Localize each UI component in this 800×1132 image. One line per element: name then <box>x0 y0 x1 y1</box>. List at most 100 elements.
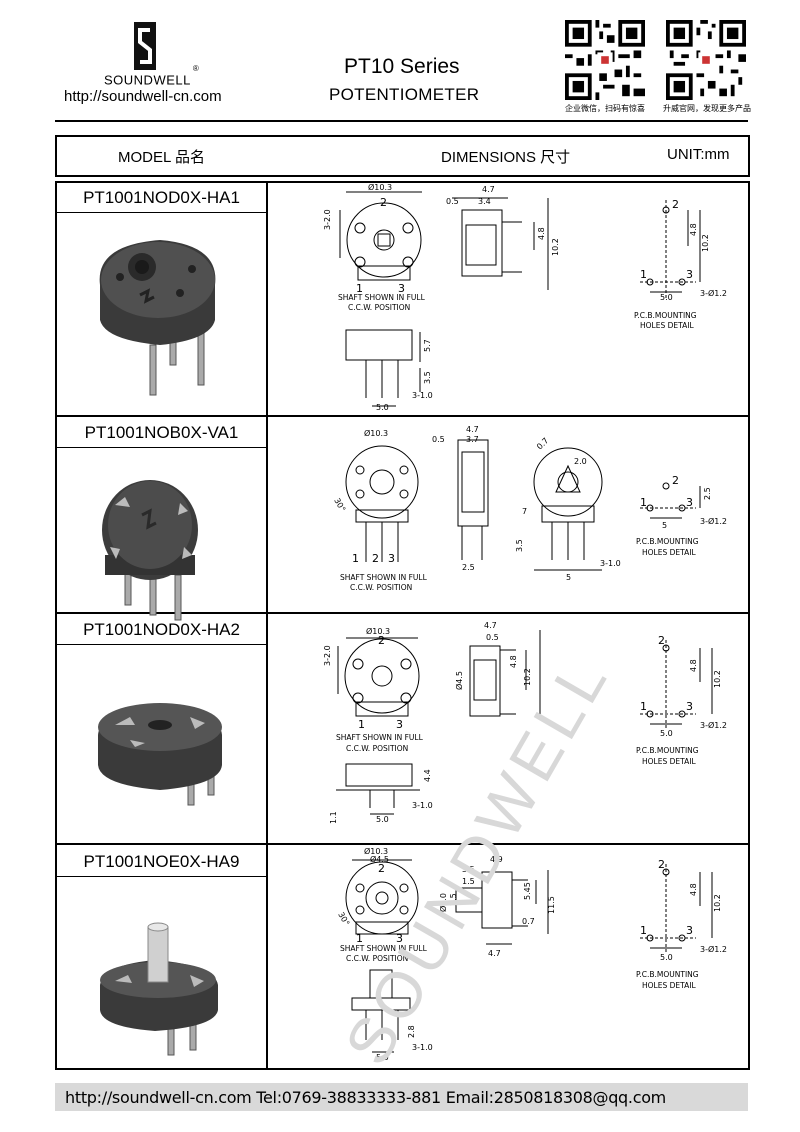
dim-label: Ø10.3 <box>364 846 388 856</box>
dim-label: 5 <box>566 573 571 582</box>
pin-label: 3 <box>686 700 693 713</box>
dim-label: 3-1.0 <box>600 559 621 568</box>
dim-label: 11.5 <box>547 896 556 914</box>
dim-label: Ø4.5 <box>370 854 389 864</box>
dim-label: 3.4 <box>478 197 491 206</box>
note-line: SHAFT SHOWN IN FULL <box>340 573 428 582</box>
table-header-box <box>55 135 750 177</box>
dim-label: 10.2 <box>523 668 532 686</box>
dim-label: 5.5 <box>462 865 475 874</box>
dim-label: 30° <box>332 497 347 514</box>
note-line: SHAFT SHOWN IN FULL <box>340 944 428 953</box>
pcb-label: P.C.B.MOUNTING <box>636 746 699 755</box>
dim-label: 10.2 <box>551 238 560 256</box>
pin-label: 1 <box>640 924 647 937</box>
dim-label: 0.7 <box>522 917 535 926</box>
dim-label: 4.4 <box>423 769 432 782</box>
product-image-ha2 <box>98 703 222 806</box>
dim-label: 3-2.0 <box>323 645 332 666</box>
product-image-ha1 <box>99 240 216 396</box>
dim-label: 3.5 <box>423 371 432 384</box>
dim-label: 2.5 <box>462 563 475 572</box>
pin-label: 3 <box>686 496 693 509</box>
dim-label: 3-1.0 <box>412 801 433 810</box>
dim-label: 7 <box>522 507 527 516</box>
pcb-label: P.C.B.MOUNTING <box>636 970 699 979</box>
dim-label: Ø3.0 <box>438 893 448 912</box>
dim-label: 4.8 <box>537 227 546 240</box>
pin-label: 2 <box>672 198 679 211</box>
pin-label: 1 <box>640 700 647 713</box>
column-divider <box>266 181 268 1070</box>
dim-label: 5.7 <box>423 339 432 352</box>
dim-label: 4.8 <box>689 223 698 236</box>
model-underline <box>57 644 268 645</box>
pin-label: 2 <box>658 634 665 647</box>
dim-label: 5.0 <box>660 729 673 738</box>
pin-label: 1 <box>352 552 359 565</box>
dim-label: 1.1 <box>329 811 338 824</box>
note-line: C.C.W. POSITION <box>346 954 408 963</box>
dim-label: 10.2 <box>713 894 722 912</box>
dim-label: 0.5 <box>432 435 445 444</box>
note-line: SHAFT SHOWN IN FULL <box>336 733 424 742</box>
dim-label: Ø10.3 <box>368 183 392 192</box>
pin-label: 2 <box>658 858 665 871</box>
dimension-drawing-va1: Ø10.3 30° 1 2 3 SHAFT SHOWN IN FULL C.C.… <box>332 425 727 592</box>
dimension-drawing-ha9: Ø10.3 Ø4.5 30° 2 1 3 SHAFT SHOWN IN FULL… <box>336 846 727 1062</box>
dimension-drawing-ha2: Ø10.3 3-2.0 2 1 3 SHAFT SHOWN IN FULL C.… <box>323 621 727 824</box>
dim-label: 3-2.0 <box>323 209 332 230</box>
unit-label: UNIT:mm <box>667 146 730 163</box>
dim-label: 3-Ø1.2 <box>700 944 727 954</box>
pin-label: 2 <box>372 552 379 565</box>
dim-label: 2.5 <box>703 487 712 500</box>
dim-label: 3-Ø1.2 <box>700 288 727 298</box>
note-line: SHAFT SHOWN IN FULL <box>338 293 426 302</box>
qr-code-icon <box>565 20 645 100</box>
footer-bar <box>55 1083 748 1111</box>
pcb-label: P.C.B.MOUNTING <box>634 311 697 320</box>
qr-caption-wechat: 企业微信，扫码有惊喜 <box>565 104 645 113</box>
row-divider <box>57 612 748 614</box>
model-name: PT1001NOB0X-VA1 <box>84 423 239 442</box>
dim-label: 10.2 <box>713 670 722 688</box>
soundwell-logo-icon <box>134 22 156 70</box>
pin-label: 1 <box>356 932 363 945</box>
pcb-label: HOLES DETAIL <box>642 757 696 766</box>
model-name: PT1001NOD0X-HA2 <box>83 620 240 639</box>
dim-label: 4.8 <box>689 659 698 672</box>
header-divider <box>55 120 748 122</box>
product-image-va1 <box>102 480 198 621</box>
dim-label: 4.8 <box>689 883 698 896</box>
dim-label: 4.7 <box>488 949 501 958</box>
row-divider <box>57 843 748 845</box>
model-underline <box>57 212 268 213</box>
dim-label: 4.7 <box>484 621 497 630</box>
dim-label: 3-Ø1.2 <box>700 720 727 730</box>
note-line: C.C.W. POSITION <box>346 744 408 753</box>
pin-label: 2 <box>378 634 385 647</box>
dim-label: 3-1.0 <box>412 1043 433 1052</box>
pcb-label: HOLES DETAIL <box>642 548 696 557</box>
dim-label: 4.8 <box>509 655 518 668</box>
pin-label: 1 <box>356 282 363 295</box>
note-line: C.C.W. POSITION <box>348 303 410 312</box>
dim-label: 5.0 <box>660 953 673 962</box>
series-title: PT10 Series <box>344 55 460 78</box>
pcb-label: HOLES DETAIL <box>640 321 694 330</box>
dim-label: 3.5 <box>515 539 524 552</box>
pin-label: 3 <box>396 932 403 945</box>
dim-label: 5.0 <box>376 403 389 412</box>
model-name: PT1001NOE0X-HA9 <box>83 852 240 871</box>
dim-label: 3-1.0 <box>412 391 433 400</box>
pin-label: 2 <box>380 196 387 209</box>
header-website[interactable]: http://soundwell-cn.com <box>64 88 222 105</box>
dim-label: 4.7 <box>482 185 495 194</box>
pin-label: 3 <box>686 924 693 937</box>
product-table <box>55 181 750 1070</box>
pin-label: 1 <box>358 718 365 731</box>
pin-label: 2 <box>672 474 679 487</box>
product-subtitle: POTENTIOMETER <box>329 85 480 104</box>
model-underline <box>57 447 268 448</box>
dimension-drawing-ha1: Ø10.3 3-2.0 2 1 3 SHAFT SHOWN IN FULL C.… <box>323 183 727 412</box>
